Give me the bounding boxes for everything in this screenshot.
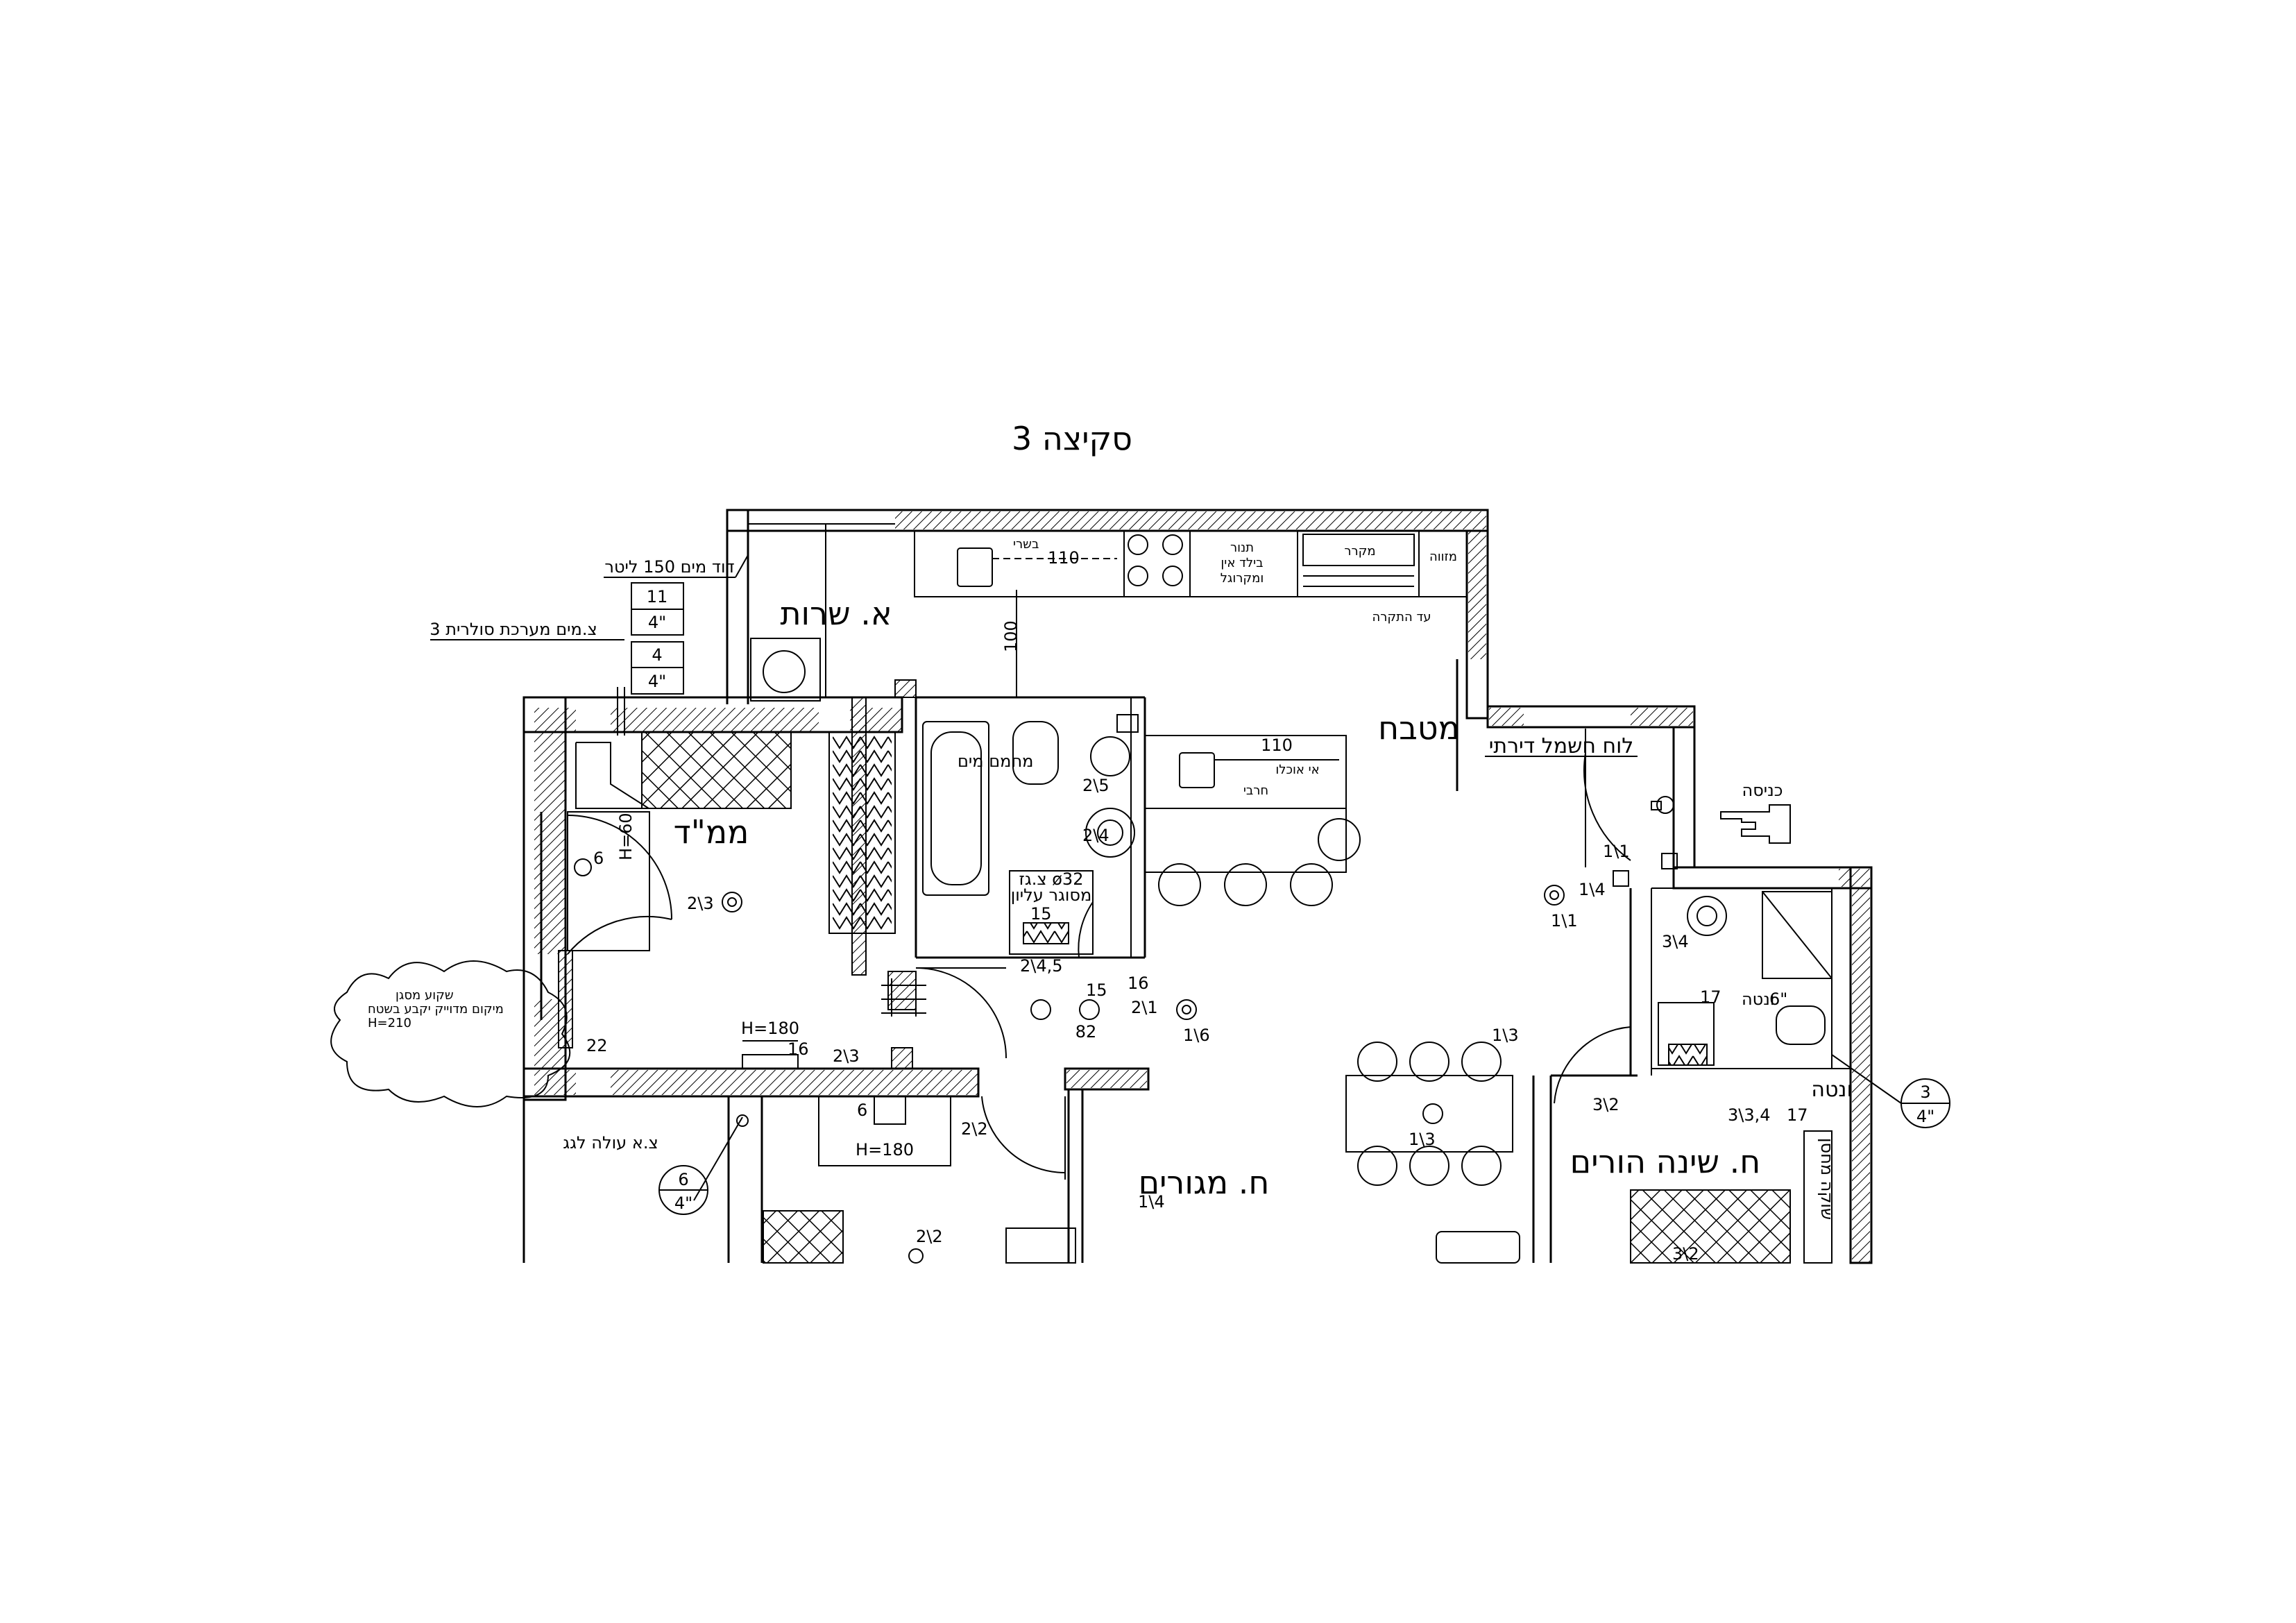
svg-text:82: 82: [1075, 1022, 1097, 1042]
svg-text:2\5: 2\5: [1082, 776, 1109, 795]
svg-text:שקוע מסגן: שקוע מסגן: [396, 988, 454, 1003]
svg-text:2\2: 2\2: [961, 1119, 988, 1139]
svg-text:מסוגר עליון: מסוגר עליון: [1011, 885, 1092, 905]
svg-text:מזווה: מזווה: [1429, 550, 1457, 564]
svg-text:2\3: 2\3: [687, 894, 714, 913]
svg-text:חרבי: חרבי: [1243, 783, 1268, 798]
lower-left-area: צ.א עולה לגג 6 4": [563, 1114, 1520, 1264]
electric-panel-label: לוח חשמל דירתי: [1489, 734, 1634, 758]
boiler-annotations: דוד מים 150 ליטר 11 4" 3 צ.מים מערכת סול…: [430, 554, 749, 736]
svg-text:15: 15: [1086, 980, 1107, 1000]
svg-text:6: 6: [857, 1101, 867, 1120]
svg-text:מיקום מדוייק יקבע בשטח: מיקום מדוייק יקבע בשטח: [368, 1002, 504, 1017]
svg-text:שוקה מחסן: שוקה מחסן: [1817, 1138, 1837, 1220]
svg-text:אי אוכלו: אי אוכלו: [1275, 763, 1319, 777]
bathroom-center: מחמם מים צ.גז ø32 מסוגר עליון 15: [922, 714, 1139, 958]
svg-text:בילד אין: בילד אין: [1221, 556, 1263, 570]
svg-text:3\3,4: 3\3,4: [1728, 1105, 1771, 1125]
svg-text:1\1: 1\1: [1603, 842, 1630, 861]
mamad-room: H=60 ממ"ד: [540, 731, 896, 1048]
parents-bathroom: 17 ונטה 6": [1658, 891, 1832, 1066]
svg-text:2\1: 2\1: [1131, 998, 1158, 1017]
doors: [915, 729, 1631, 1180]
svg-text:6: 6: [678, 1170, 688, 1189]
svg-text:4": 4": [648, 613, 666, 632]
kitchen-island: 110 אי אוכלו חרבי: [1144, 735, 1361, 906]
svg-text:11: 11: [647, 587, 668, 606]
svg-text:H=180: H=180: [856, 1140, 914, 1159]
room-mamad: ממ"ד: [674, 813, 749, 851]
svg-text:1\3: 1\3: [1492, 1026, 1519, 1045]
svg-text:דוד מים 150 ליטר: דוד מים 150 ליטר: [604, 557, 734, 577]
svg-text:H=60: H=60: [616, 813, 636, 860]
room-kitchen: מטבח: [1378, 709, 1460, 747]
tag-circle-right: 3 4": [1831, 1054, 1950, 1128]
ladder: [881, 978, 926, 1017]
svg-text:17: 17: [1787, 1105, 1808, 1125]
svg-text:H=210: H=210: [368, 1016, 411, 1030]
dining-table: [1345, 1042, 1513, 1186]
svg-text:15: 15: [1030, 904, 1052, 924]
svg-text:עד התקרה: עד התקרה: [1372, 610, 1431, 624]
svg-text:100: 100: [1001, 620, 1021, 652]
electrical-symbols: 2\3 2\5 2\4 2\4,5 15 16 2\1 1\6 82 2\3 2…: [574, 776, 1808, 1264]
svg-text:2\4: 2\4: [1082, 826, 1109, 845]
svg-text:צ.א עולה לגג: צ.א עולה לגג: [563, 1133, 658, 1153]
room-parents: ח. שינה הורים: [1570, 1143, 1761, 1180]
svg-text:3\2: 3\2: [1592, 1095, 1619, 1114]
svg-text:3\4: 3\4: [1662, 932, 1689, 951]
plan-title: סקיצה 3: [1012, 420, 1132, 457]
svg-text:צ.גז ø32: צ.גז ø32: [1019, 869, 1084, 889]
cabinet-h180: H=180 H=180: [741, 1019, 951, 1166]
svg-text:2\3: 2\3: [833, 1046, 860, 1066]
svg-text:בשרי: בשרי: [1013, 537, 1039, 552]
svg-text:ונטה: ונטה: [1742, 989, 1774, 1009]
svg-text:1\1: 1\1: [1551, 911, 1578, 931]
svg-text:110: 110: [1048, 548, 1080, 568]
entrance-hand-icon: [1720, 804, 1791, 844]
svg-text:4": 4": [674, 1193, 692, 1213]
cloud-annotation: שקוע מסגן מיקום מדוייק יקבע בשטח H=210: [330, 960, 571, 1107]
svg-text:H=180: H=180: [741, 1019, 799, 1038]
svg-text:1\6: 1\6: [1183, 1026, 1210, 1045]
svg-text:מחמם מים: מחמם מים: [958, 751, 1033, 771]
svg-text:110: 110: [1261, 736, 1293, 755]
svg-text:1\4: 1\4: [1138, 1192, 1165, 1212]
kitchen-counter: בשרי 110 תנור בילד אין ומקרוגל מקרר מזוו…: [914, 530, 1468, 697]
svg-text:17: 17: [1700, 987, 1721, 1007]
svg-text:2\4,5: 2\4,5: [1020, 956, 1063, 976]
svg-text:2\2: 2\2: [916, 1227, 943, 1246]
svg-text:16: 16: [788, 1039, 809, 1059]
svg-text:3\2: 3\2: [1672, 1244, 1699, 1264]
svg-text:4": 4": [1916, 1107, 1934, 1126]
svg-text:ומקרוגל: ומקרוגל: [1221, 571, 1264, 586]
svg-text:1\4: 1\4: [1579, 880, 1606, 899]
room-living: ח. מגורים: [1139, 1164, 1270, 1201]
svg-text:6: 6: [593, 849, 604, 868]
svg-text:1\3: 1\3: [1409, 1130, 1436, 1149]
svg-text:4: 4: [652, 645, 662, 665]
entrance-label: כניסה: [1742, 781, 1783, 800]
svg-text:3 צ.מים מערכת סולרית: 3 צ.מים מערכת סולרית: [430, 620, 597, 639]
outer-walls: [522, 509, 1873, 1264]
svg-text:22: 22: [586, 1036, 608, 1055]
service-room: א. שרות: [748, 523, 917, 702]
svg-text:6": 6": [1769, 989, 1787, 1009]
svg-text:מקרר: מקרר: [1344, 544, 1375, 559]
svg-text:3: 3: [1920, 1082, 1930, 1102]
svg-text:16: 16: [1128, 974, 1149, 993]
svg-text:4": 4": [648, 672, 666, 691]
svg-text:ונטה: ונטה: [1811, 1078, 1852, 1102]
parents-closet: שוקה מחסן ונטה: [1630, 1078, 1853, 1264]
svg-text:תנור: תנור: [1230, 541, 1254, 555]
room-service: א. שרות: [780, 595, 892, 632]
